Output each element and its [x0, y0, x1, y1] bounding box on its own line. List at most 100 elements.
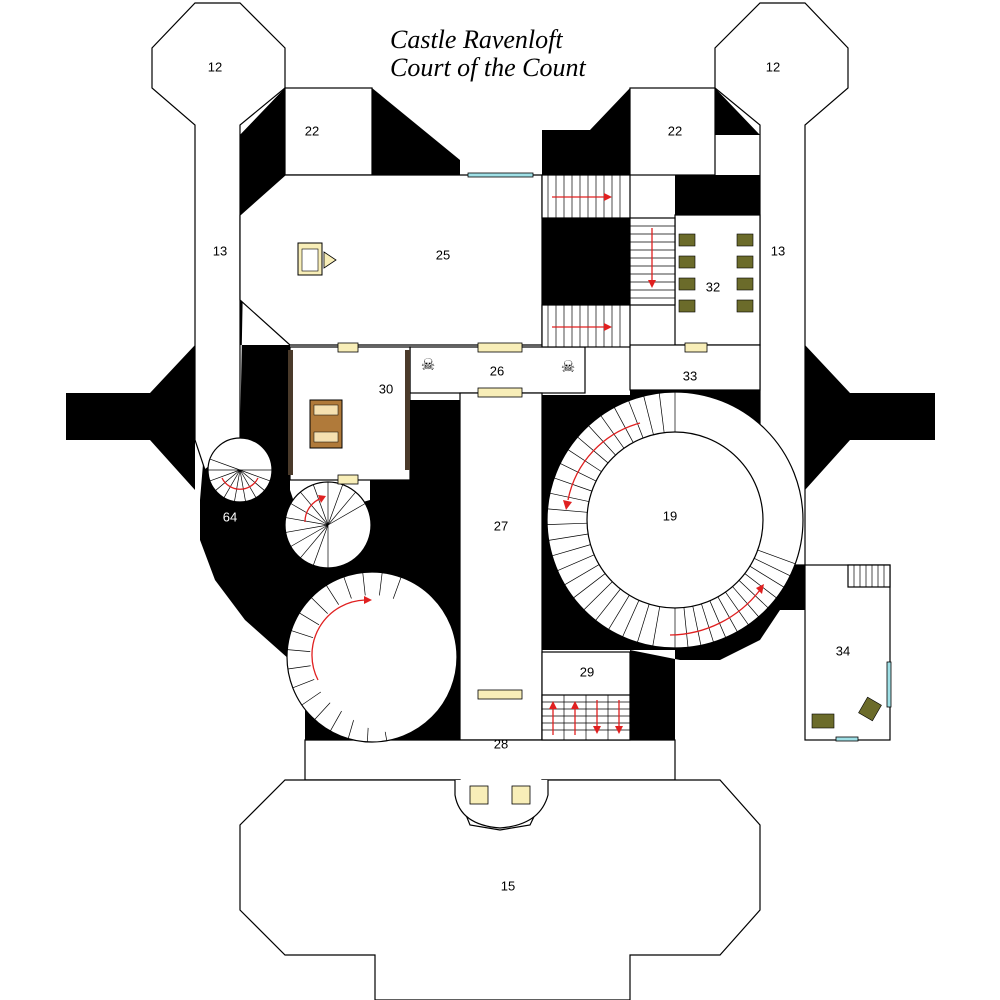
stair-step: [549, 492, 590, 502]
wall-buttress-right: [805, 345, 935, 490]
spiral-mid-steps: [285, 482, 366, 568]
corridor-26[interactable]: [409, 346, 586, 394]
label-room-13-right: 13: [771, 243, 785, 258]
stair-step: [239, 469, 257, 498]
window-34-bottom: [835, 736, 859, 742]
stairs-34[interactable]: [847, 564, 891, 588]
stairs-lower[interactable]: [541, 304, 631, 348]
stair-step: [622, 600, 640, 637]
label-room-13-left: 13: [213, 243, 227, 258]
label-room-30: 30: [379, 381, 393, 396]
room-15[interactable]: [239, 779, 761, 1000]
labels: Castle Ravenloft Court of the Count 12 1…: [208, 25, 850, 893]
bookshelf-right-icon: [405, 350, 410, 470]
chair-icon: [811, 696, 882, 729]
throne-icon: [297, 242, 337, 276]
room-22-right[interactable]: [629, 87, 716, 176]
stair-step: [738, 580, 769, 609]
door-30-south[interactable]: [337, 474, 359, 485]
label-room-64: 64: [223, 509, 237, 524]
room-22-left[interactable]: [284, 87, 373, 176]
stair-step: [379, 572, 383, 596]
spiral-large-center: [328, 608, 452, 732]
stair-step: [577, 436, 609, 464]
stairs: [207, 174, 891, 743]
desk-icon: [309, 399, 343, 449]
stair-step: [552, 544, 591, 557]
stair-step: [343, 576, 352, 599]
stair-step: [564, 564, 600, 586]
spiral-64a-steps: [208, 458, 272, 502]
stair-step: [754, 558, 791, 577]
stair-step: [347, 716, 355, 739]
door-27-28[interactable]: [477, 689, 523, 700]
stair-step: [595, 588, 621, 621]
stair-step: [717, 596, 738, 632]
label-room-27: 27: [494, 518, 508, 533]
room-30[interactable]: [289, 346, 411, 481]
stair-step: [658, 392, 665, 433]
stair-step: [223, 469, 241, 498]
stair-step: [362, 572, 366, 596]
stair-step: [287, 649, 311, 652]
skull-crossbones-icon: ☠: [561, 357, 575, 376]
stairs-lower-steps: [547, 305, 621, 347]
wall-buttress-left: [66, 345, 195, 490]
stair-step: [330, 710, 342, 732]
door-25-30[interactable]: [337, 342, 359, 353]
stair-step: [310, 597, 328, 614]
stair-step: [314, 702, 331, 720]
label-room-29: 29: [580, 664, 594, 679]
stair-step: [209, 458, 241, 471]
stair-step: [652, 606, 661, 647]
stair-step: [285, 524, 329, 533]
stair-step: [557, 554, 595, 572]
door-32-33[interactable]: [684, 342, 708, 353]
door-25-26[interactable]: [477, 342, 523, 353]
label-room-28: 28: [494, 736, 508, 751]
stair-step: [392, 577, 402, 599]
doors: [337, 172, 892, 742]
furniture: ☠ ☠: [288, 233, 882, 805]
stair-step: [215, 469, 241, 491]
skull-crossbones-icon: ☠: [421, 355, 435, 374]
label-room-22-right: 22: [668, 123, 682, 138]
label-room-33: 33: [683, 368, 697, 383]
stair-step: [326, 585, 339, 605]
stair-step: [749, 565, 785, 588]
stair-step: [299, 612, 320, 626]
stair-step: [300, 524, 329, 559]
stair-step: [327, 484, 344, 526]
label-room-34: 34: [836, 643, 850, 658]
door-26-27[interactable]: [477, 387, 523, 398]
map-title-line2: Court of the Count: [390, 53, 587, 82]
stair-step: [327, 503, 366, 526]
stair-step: [725, 591, 749, 626]
stair-step: [757, 549, 796, 565]
stair-step: [209, 469, 241, 482]
room-25[interactable]: [239, 174, 543, 346]
stair-step: [637, 604, 650, 643]
stair-step: [643, 395, 654, 435]
stair-step: [300, 491, 329, 526]
label-room-12-left: 12: [208, 59, 222, 74]
room-19[interactable]: [586, 431, 764, 609]
stair-step: [547, 508, 588, 513]
map-title-line1: Castle Ravenloft: [390, 25, 563, 54]
label-room-15: 15: [501, 878, 515, 893]
stair-step: [548, 533, 589, 541]
svg-text:☠: ☠: [421, 355, 435, 374]
label-room-22-left: 22: [305, 123, 319, 138]
svg-text:☠: ☠: [561, 357, 575, 376]
stair-step: [588, 425, 616, 456]
corridor-27[interactable]: [459, 392, 543, 741]
stair-step: [312, 484, 329, 526]
stair-step: [600, 415, 625, 449]
window-25-top: [467, 172, 534, 178]
label-room-26: 26: [490, 363, 504, 378]
stair-step: [583, 581, 613, 611]
chair-icon: [678, 233, 754, 313]
stair-step: [285, 517, 329, 526]
stair-step: [239, 469, 271, 482]
